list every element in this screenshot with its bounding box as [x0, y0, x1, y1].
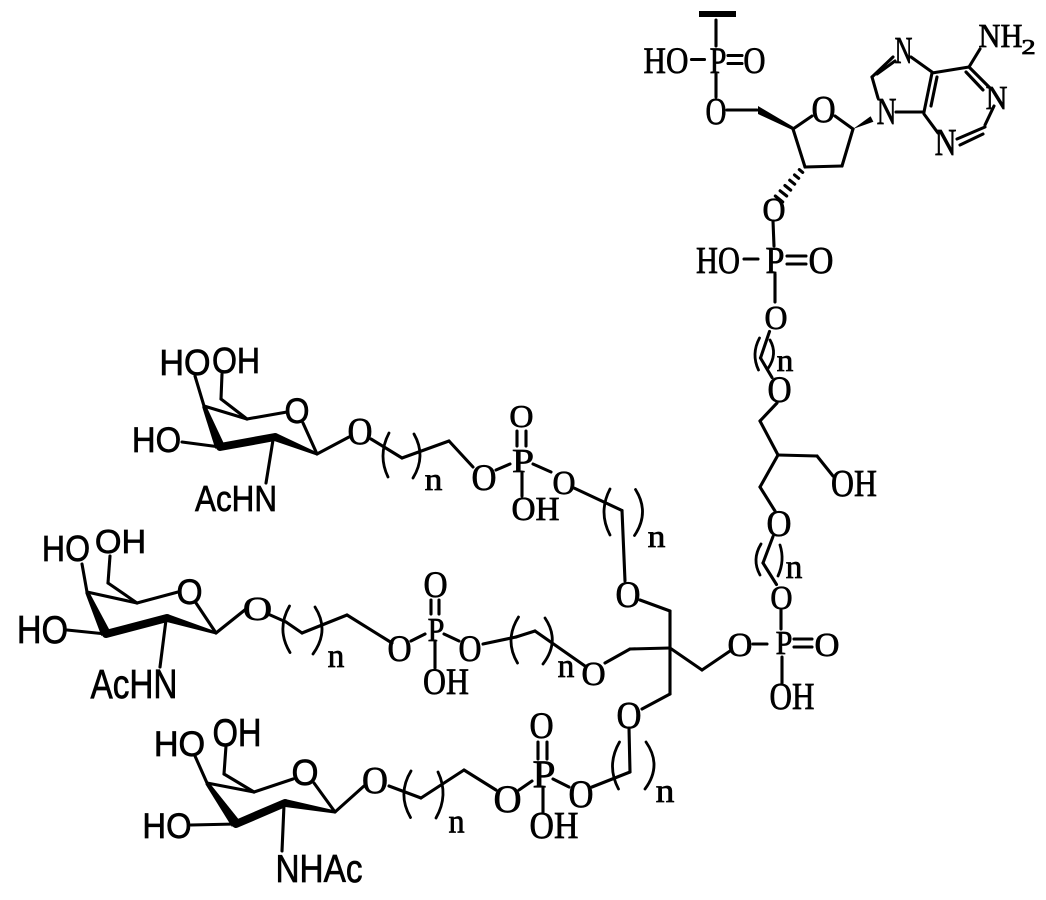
svg-text:AcHN: AcHN: [195, 478, 277, 519]
svg-text:O: O: [767, 504, 792, 544]
svg-text:OH: OH: [212, 340, 260, 381]
svg-text:HO: HO: [644, 41, 689, 81]
svg-text:n: n: [648, 519, 666, 554]
svg-text:OH: OH: [423, 662, 469, 702]
svg-text:AcHN: AcHN: [91, 661, 178, 707]
svg-text:O: O: [472, 458, 497, 498]
svg-text:O: O: [459, 629, 482, 669]
svg-text:O: O: [285, 392, 310, 431]
svg-text:HO: HO: [159, 342, 210, 383]
svg-text:O: O: [387, 629, 411, 669]
svg-text:O: O: [767, 370, 791, 410]
svg-text:OH: OH: [95, 523, 146, 561]
svg-text:HO: HO: [142, 807, 191, 846]
svg-text:O: O: [728, 627, 753, 664]
svg-text:O: O: [815, 627, 840, 664]
svg-text:OH: OH: [770, 676, 815, 718]
svg-text:NHAc: NHAc: [275, 847, 362, 891]
svg-text:O: O: [176, 573, 202, 612]
svg-text:P: P: [512, 443, 534, 480]
svg-text:O: O: [362, 760, 388, 802]
svg-text:n: n: [425, 462, 443, 497]
svg-text:N: N: [877, 91, 897, 133]
svg-text:HO: HO: [42, 528, 90, 569]
svg-text:O: O: [809, 240, 834, 282]
svg-text:OH: OH: [511, 491, 559, 528]
svg-text:O: O: [763, 192, 786, 229]
svg-text:n: n: [656, 773, 675, 810]
svg-text:P: P: [766, 240, 785, 282]
svg-text:O: O: [770, 580, 792, 617]
svg-text:n: n: [777, 343, 794, 378]
svg-text:HO: HO: [132, 421, 181, 460]
svg-text:HO: HO: [696, 240, 740, 282]
svg-text:O: O: [493, 777, 521, 821]
svg-text:OH: OH: [831, 463, 877, 505]
svg-text:O: O: [423, 565, 447, 605]
svg-text:O: O: [811, 89, 835, 131]
svg-text:HO: HO: [154, 725, 205, 764]
svg-text:P: P: [776, 625, 793, 662]
svg-text:O: O: [616, 575, 641, 615]
svg-text:O: O: [509, 399, 533, 434]
svg-text:OH: OH: [212, 711, 261, 755]
svg-text:N: N: [895, 30, 913, 72]
svg-text:O: O: [765, 300, 788, 337]
svg-text:O: O: [243, 591, 272, 628]
svg-text:O: O: [292, 752, 319, 793]
svg-text:OH: OH: [530, 805, 579, 847]
svg-text:n: n: [328, 638, 345, 675]
svg-text:n: n: [786, 549, 803, 586]
svg-text:NH: NH: [979, 18, 1023, 55]
svg-text:O: O: [529, 706, 553, 746]
svg-text:N: N: [986, 80, 1008, 117]
svg-text:O: O: [706, 91, 727, 133]
svg-text:O: O: [348, 411, 373, 453]
svg-text:n: n: [448, 804, 464, 841]
svg-text:P: P: [710, 41, 727, 81]
svg-text:n: n: [558, 648, 575, 685]
svg-text:O: O: [581, 656, 605, 693]
svg-text:P: P: [533, 752, 556, 796]
svg-text:P: P: [428, 612, 445, 649]
svg-text:HO: HO: [17, 608, 68, 652]
svg-text:O: O: [743, 41, 765, 81]
svg-text:O: O: [617, 695, 642, 737]
svg-text:N: N: [935, 122, 957, 164]
svg-text:O: O: [569, 772, 594, 816]
svg-text:2: 2: [1021, 35, 1035, 59]
svg-text:O: O: [553, 465, 576, 502]
